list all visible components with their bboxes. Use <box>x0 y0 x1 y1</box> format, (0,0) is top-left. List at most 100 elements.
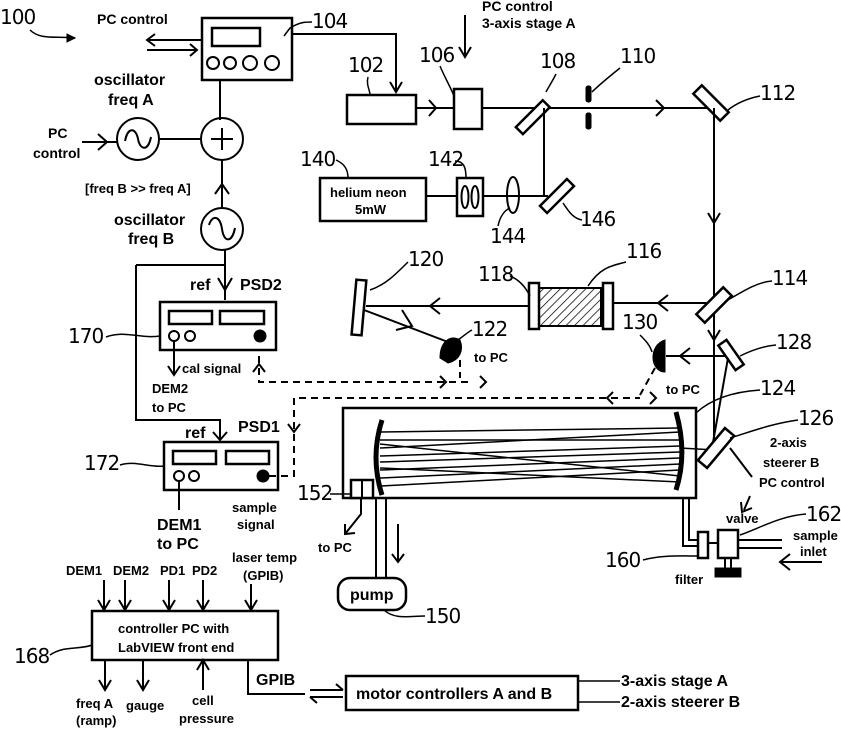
output-gauge-label: gauge <box>126 698 164 713</box>
motor-output-steerer-label: 2-axis steerer B <box>621 694 740 711</box>
motor-controllers: motor controllers A and B <box>346 676 578 710</box>
pc-control-top-label: PC control <box>97 11 168 27</box>
laser-temp-label-2: (GPIB) <box>243 568 283 583</box>
input-pd2-label: PD2 <box>192 563 217 578</box>
steerer-label-3: PC control <box>759 475 825 490</box>
controller-pc-168: controller PC with LabVIEW front end <box>92 611 278 660</box>
ref-160-label: 160 <box>605 548 640 572</box>
pressure-gauge-152 <box>351 480 373 498</box>
stage-pc-control-label: PC control <box>482 0 553 14</box>
hene-label-2: 5mW <box>355 202 387 217</box>
reference-cell-116 <box>529 283 613 329</box>
ref-120-label: 120 <box>408 247 443 271</box>
ref-116-label: 116 <box>626 239 661 263</box>
pc-control-left-label-2: control <box>33 145 80 161</box>
psd1-lock-in-172 <box>164 442 278 490</box>
motor-output-stage-label: 3-axis stage A <box>621 673 728 690</box>
ref-102-label: 102 <box>348 53 383 77</box>
input-dem1-label: DEM1 <box>66 563 102 578</box>
filter-160 <box>698 532 708 558</box>
output-freq-label-1: freq A <box>76 696 114 711</box>
pump-150: pump <box>338 578 406 610</box>
multipass-cell-124 <box>343 408 715 498</box>
input-dem2-label: DEM2 <box>113 563 149 578</box>
oscillator-freq-a <box>117 118 159 160</box>
ref-144-label: 144 <box>490 224 525 248</box>
output-freq-label-2: (ramp) <box>76 713 116 728</box>
laser-temp-label-1: laser temp <box>232 550 297 565</box>
freq-relation-label: [freq B >> freq A] <box>85 181 191 196</box>
input-pd1-label: PD1 <box>160 563 185 578</box>
valve-162 <box>715 530 741 577</box>
input-cell-label-2: pressure <box>179 711 234 726</box>
dem2-label-1: DEM2 <box>152 381 188 396</box>
ref-112-label: 112 <box>760 81 795 105</box>
hene-label-1: helium neon <box>330 185 407 200</box>
helium-neon-laser-140: helium neon 5mW <box>320 178 426 221</box>
lens-pair-142 <box>457 178 483 216</box>
ref-146-label: 146 <box>580 207 615 231</box>
pump-label: pump <box>350 587 394 604</box>
ref-114-label: 114 <box>772 266 807 290</box>
ref-104-label: 104 <box>312 9 347 33</box>
psd1-label: PSD1 <box>238 419 280 436</box>
ref-150-label: 150 <box>425 604 460 628</box>
sample-signal-label-1: sample <box>232 500 277 515</box>
ref-170-label: 170 <box>68 324 103 348</box>
dem1-label-1: DEM1 <box>157 517 202 534</box>
summing-junction <box>201 118 243 160</box>
controller-pc-inputs: DEM1 DEM2 PD1 PD2 laser temp (GPIB) <box>66 550 297 610</box>
oscillator-freq-b <box>201 208 243 250</box>
ref-122-label: 122 <box>472 317 507 341</box>
to-pc-152-label: to PC <box>318 540 353 555</box>
input-cell-label-1: cell <box>192 693 214 708</box>
steerer-label-2: steerer B <box>763 455 819 470</box>
oscillator-b-label-2: freq B <box>128 231 174 248</box>
controller-label-2: LabVIEW front end <box>118 640 234 655</box>
ref-152-label: 152 <box>297 481 332 505</box>
dem2-label-2: to PC <box>152 400 187 415</box>
ref-142-label: 142 <box>428 147 463 171</box>
ref-130-label: 130 <box>622 310 657 334</box>
oscillator-a-label-1: oscillator <box>94 72 165 89</box>
ref-162-label: 162 <box>806 502 841 526</box>
steering-mirror-126 <box>698 428 734 468</box>
ref-126-label: 126 <box>798 406 833 430</box>
collimator-106 <box>454 89 482 129</box>
cal-signal-label: cal signal <box>182 361 241 376</box>
ref-172-label: 172 <box>84 451 119 475</box>
pc-control-bidirectional-arrow <box>147 34 202 56</box>
ref-128-label: 128 <box>776 330 811 354</box>
ref-108-label: 108 <box>540 49 575 73</box>
oscillator-a-label-2: freq A <box>108 92 154 109</box>
cal-signal-dashed-line <box>259 356 470 382</box>
psd1-ref-label: ref <box>185 425 206 442</box>
psd2-lock-in-170 <box>160 302 276 350</box>
psd2-ref-label: ref <box>190 277 211 294</box>
sample-signal-label-2: signal <box>237 517 275 532</box>
to-pc-130-label: to PC <box>666 382 701 397</box>
controller-label-1: controller PC with <box>118 621 229 636</box>
filter-label: filter <box>675 572 703 587</box>
sample-inlet-label-1: sample <box>793 528 838 543</box>
pc-control-left-label-1: PC <box>48 125 67 141</box>
dem1-label-2: to PC <box>157 536 199 553</box>
photodetector-130 <box>653 340 665 372</box>
steerer-label-1: 2-axis <box>770 435 807 450</box>
psd2-label: PSD2 <box>240 277 282 294</box>
ref-124-label: 124 <box>760 376 795 400</box>
function-generator-104: 104 <box>202 9 347 80</box>
ref-168-label: 168 <box>14 644 49 668</box>
valve-label: valve <box>726 511 759 526</box>
ref-106-label: 106 <box>419 43 454 67</box>
ref-140-label: 140 <box>300 147 335 171</box>
ref-100-label: 100 <box>0 5 35 29</box>
laser-102 <box>347 95 416 124</box>
mirror-112 <box>693 85 728 120</box>
sample-inlet-label-2: inlet <box>800 544 827 559</box>
controller-pc-outputs: freq A (ramp) gauge cell pressure <box>76 660 234 728</box>
gpib-label: GPIB <box>256 672 295 689</box>
mirror-120 <box>352 280 367 336</box>
oscillator-b-label-1: oscillator <box>114 212 185 229</box>
